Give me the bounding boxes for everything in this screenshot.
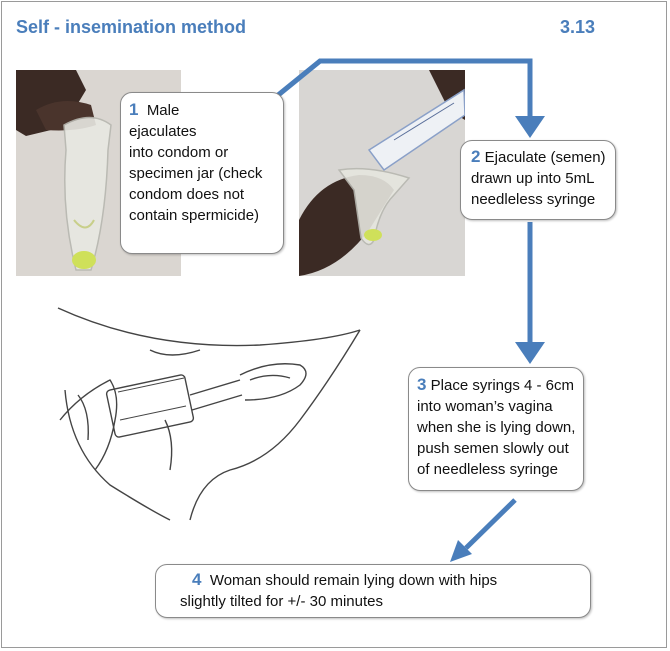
step-1-box: 1 Male ejaculates into condom or specime… (120, 92, 284, 254)
arrow-3-to-4 (464, 498, 517, 550)
arrowhead-1-to-2 (515, 116, 545, 138)
step-3-text-line: push semen slowly out (417, 440, 569, 457)
step-4-number: 4 (192, 570, 202, 589)
step-3-text-line: of needleless syringe (417, 461, 558, 478)
step-1-text-line: contain spermicide) (129, 207, 260, 224)
step-1-text-line: condom does not (129, 186, 245, 203)
arrowhead-2-to-3 (515, 342, 545, 364)
step-2-box: 2 Ejaculate (semen) drawn up into 5mL ne… (460, 140, 616, 220)
step-3-number: 3 (417, 375, 427, 394)
step-3-text-line: Place syrings 4 - 6cm (430, 377, 575, 394)
step-1-text-line: ejaculates (129, 123, 197, 140)
step-4-text-line: Woman should remain lying down with hips (209, 572, 498, 589)
step-2-number: 2 (471, 147, 481, 166)
syringe-photo (299, 70, 465, 276)
step-4-box: 4 Woman should remain lying down with hi… (155, 564, 591, 618)
figure-number: 3.13 (560, 17, 596, 37)
connector-1-to-2 (275, 58, 535, 137)
step-4-text-line: slightly tilted for +/- 30 minutes (180, 593, 384, 610)
step-2-text-line: Ejaculate (semen) (484, 149, 606, 166)
figure-title: Self - insemination method (16, 17, 247, 37)
step-2-text-line: needleless syringe (471, 191, 596, 208)
step-1-text-line: specimen jar (check (129, 165, 263, 182)
step-2-text-line: drawn up into 5mL (471, 170, 595, 187)
step-3-box: 3 Place syrings 4 - 6cm into woman’s vag… (408, 367, 584, 491)
step-3-text-line: into woman’s vagina (417, 398, 553, 415)
step-1-text-line: into condom or (129, 144, 229, 161)
step-3-text-line: when she is lying down, (417, 419, 576, 436)
step-1-number: 1 (129, 100, 139, 119)
step-1-text-line: Male (146, 102, 180, 119)
insemination-illustration (57, 307, 361, 521)
arrowhead-3-to-4 (450, 540, 472, 562)
